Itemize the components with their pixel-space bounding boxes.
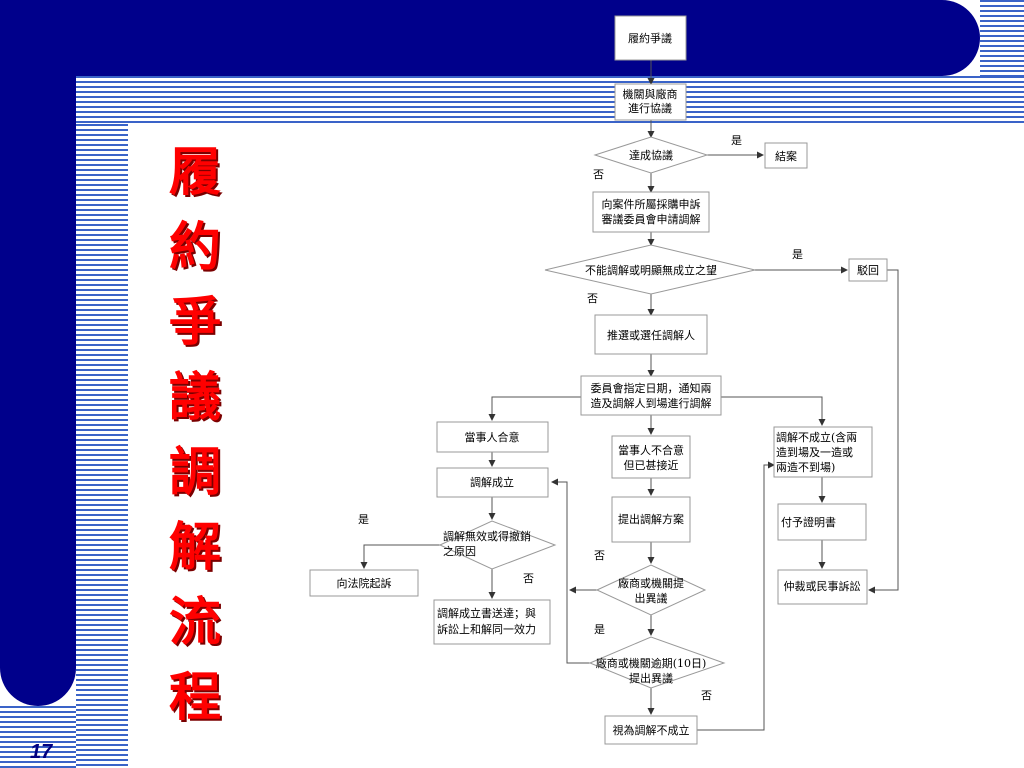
node-apply-mediation-line1: 向案件所屬採購申訴 — [602, 197, 701, 211]
decision-overdue-objection-line2: 提出異議 — [629, 671, 673, 685]
decision-reach-agreement-text: 達成協議 — [629, 148, 673, 162]
label-no: 否 — [523, 572, 534, 585]
title-char: 程 — [168, 667, 221, 728]
decision-cannot-mediate-text: 不能調解或明顯無成立之望 — [585, 263, 717, 277]
top-right-stripes — [980, 0, 1024, 76]
node-negotiate: 機關與廠商 進行協議 — [614, 83, 687, 121]
node-mediation-fail-line1: 調解不成立(含兩 — [776, 430, 857, 444]
label-yes: 是 — [594, 623, 605, 636]
title-char: 解 — [168, 517, 221, 578]
node-mediation-fail-line3: 兩造不到場) — [776, 460, 835, 474]
decision-objection: 廠商或機關提 出異議 — [595, 564, 707, 616]
node-parties-disagree-line2: 但已甚接近 — [624, 459, 679, 472]
node-parties-agree: 當事人合意 — [436, 421, 549, 453]
node-start: 履約爭議 — [614, 15, 687, 61]
decision-overdue-objection-line1: 廠商或機關逾期(10日) — [596, 656, 707, 670]
top-banner — [0, 0, 945, 76]
node-mediation-success-text: 調解成立 — [470, 475, 514, 489]
title-char: 履 — [168, 142, 221, 203]
node-negotiate-line1: 機關與廠商 — [623, 87, 678, 101]
node-deemed-fail: 視為調解不成立 — [604, 715, 698, 745]
node-notify-parties: 委員會指定日期，通知兩 造及調解人到場進行調解 — [580, 375, 722, 416]
decision-void-reason-line2: 之原因 — [443, 544, 476, 558]
left-bottom-stripes — [0, 706, 76, 768]
node-issue-certificate-text: 付予證明書 — [781, 515, 836, 529]
node-arbitration: 仲裁或民事訴訟 — [777, 569, 868, 605]
node-notify-parties-line2: 造及調解人到場進行調解 — [591, 396, 712, 410]
node-notify-parties-line1: 委員會指定日期，通知兩 — [591, 381, 712, 395]
decision-cannot-mediate: 不能調解或明顯無成立之望 — [544, 244, 756, 295]
node-arbitration-text: 仲裁或民事訴訟 — [784, 579, 861, 593]
node-issue-certificate: 付予證明書 — [777, 503, 867, 541]
node-apply-mediation-line2: 審議委員會申請調解 — [602, 212, 701, 226]
decision-objection-line1: 廠商或機關提 — [618, 576, 684, 590]
branch-labels: 是 否 是 否 是 否 否 是 否 — [358, 134, 803, 702]
node-propose-plan-text: 提出調解方案 — [618, 512, 684, 526]
node-reject-text: 駁回 — [857, 264, 879, 277]
label-no: 否 — [701, 689, 712, 702]
decision-reach-agreement: 達成協議 — [593, 136, 709, 174]
label-no: 否 — [593, 168, 604, 181]
node-court-suit-text: 向法院起訴 — [337, 576, 392, 590]
node-mediation-fail-line2: 造到場及一造或 — [776, 445, 853, 459]
slide-title: 履 約 爭 議 調 解 流 程 — [150, 135, 240, 735]
node-propose-plan: 提出調解方案 — [611, 496, 691, 543]
header-stripes — [76, 76, 1024, 124]
label-yes: 是 — [358, 513, 369, 526]
label-yes: 是 — [731, 134, 742, 147]
decision-objection-line2: 出異議 — [635, 591, 668, 605]
node-close-case-text: 結案 — [775, 149, 797, 163]
node-parties-agree-text: 當事人合意 — [465, 430, 520, 444]
decision-overdue-objection: 廠商或機關逾期(10日) 提出異議 — [588, 636, 726, 689]
node-deemed-fail-text: 視為調解不成立 — [613, 723, 690, 737]
node-select-mediator-text: 推選或選任調解人 — [607, 328, 695, 342]
left-inner-stripes — [76, 124, 128, 768]
label-no: 否 — [594, 549, 605, 562]
title-char: 流 — [168, 592, 221, 653]
left-sidebar — [0, 0, 76, 706]
node-reject: 駁回 — [848, 258, 888, 282]
label-yes: 是 — [792, 248, 803, 261]
decision-void-reason-line1: 調解無效或得撤銷 — [443, 529, 531, 543]
decision-void-reason: 調解無效或得撤銷 之原因 — [438, 520, 557, 570]
title-char: 議 — [168, 367, 221, 428]
node-apply-mediation: 向案件所屬採購申訴 審議委員會申請調解 — [592, 191, 710, 233]
top-banner-cap — [900, 0, 980, 76]
node-delivered: 調解成立書送達；與 訴訟上和解同一效力 — [433, 599, 551, 645]
page-number: 17 — [30, 741, 53, 763]
node-parties-disagree: 當事人不合意 但已甚接近 — [611, 435, 691, 479]
title-char: 約 — [168, 217, 221, 278]
node-court-suit: 向法院起訴 — [309, 569, 419, 597]
node-close-case: 結案 — [764, 142, 808, 169]
node-start-text: 履約爭議 — [628, 31, 672, 45]
node-mediation-fail: 調解不成立(含兩 造到場及一造或 兩造不到場) — [773, 426, 873, 478]
node-negotiate-line2: 進行協議 — [628, 101, 672, 115]
node-mediation-success: 調解成立 — [436, 467, 549, 498]
node-delivered-line1: 調解成立書送達；與 — [437, 606, 536, 620]
title-char: 爭 — [168, 292, 221, 353]
label-no: 否 — [587, 292, 598, 305]
node-parties-disagree-line1: 當事人不合意 — [618, 443, 684, 457]
node-delivered-line2: 訴訟上和解同一效力 — [437, 622, 536, 636]
node-select-mediator: 推選或選任調解人 — [594, 314, 708, 355]
connector-lines — [360, 60, 899, 731]
title-char: 調 — [168, 442, 221, 503]
